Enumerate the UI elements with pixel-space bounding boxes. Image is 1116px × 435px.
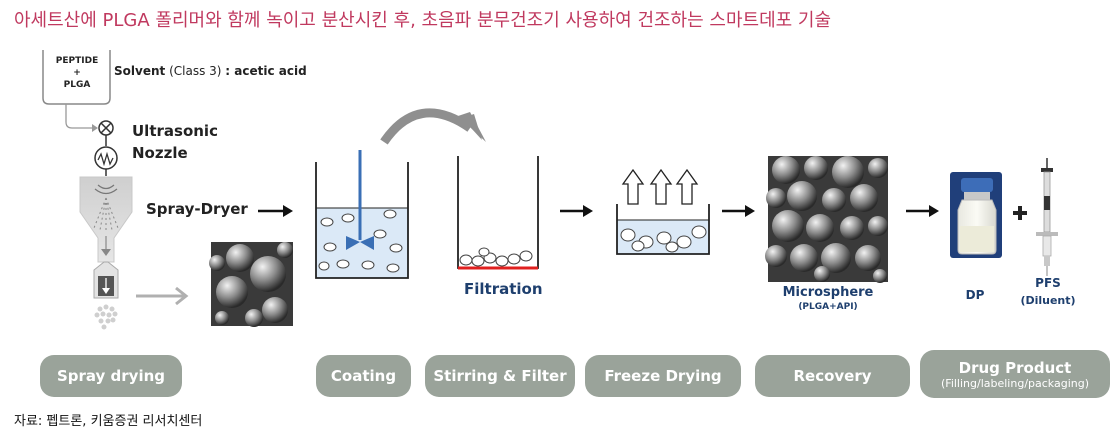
freeze-drying-tray	[616, 168, 710, 255]
step-recovery: Recovery	[755, 355, 910, 397]
solvent-label: Solvent (Class 3) : acetic acid	[114, 64, 307, 78]
step-coating: Coating	[316, 355, 411, 397]
filtration-label: Filtration	[464, 280, 543, 298]
microsphere-sub: (PLGA+API)	[798, 302, 858, 312]
step-label: Recovery	[793, 367, 872, 385]
step-label: Stirring & Filter	[433, 367, 567, 385]
step-sublabel: (Filling/labeling/packaging)	[941, 376, 1089, 390]
step-label: Spray drying	[56, 367, 166, 385]
sem-image-spray-dried	[209, 242, 293, 327]
arrow-to-dp	[906, 205, 939, 217]
step-stirring-filter: Stirring & Filter	[425, 355, 575, 397]
arrow-to-freeze	[560, 205, 593, 217]
microsphere-label: Microsphere	[782, 285, 874, 300]
dp-label: DP	[965, 288, 985, 302]
solvent-class: (Class 3)	[169, 64, 222, 78]
page-title: 아세트산에 PLGA 폴리머와 함께 녹이고 분산시킨 후, 초음파 분무건조기…	[14, 10, 832, 31]
container-plus: +	[73, 68, 81, 78]
transfer-arrow	[380, 108, 486, 145]
arrow-to-recovery	[722, 205, 755, 217]
syringe-pfs	[1036, 158, 1058, 276]
step-label: Drug Product	[958, 358, 1072, 377]
sem-image-microsphere	[765, 156, 888, 283]
step-label: Coating	[330, 367, 397, 385]
solvent-rest: : acetic acid	[225, 64, 307, 78]
container-line1: PEPTIDE	[55, 56, 99, 66]
vial-dp	[950, 172, 1002, 258]
nozzle-line1: Ultrasonic	[132, 122, 218, 140]
spray-dryer-label: Spray-Dryer	[146, 200, 248, 218]
nozzle-label: Ultrasonic Nozzle	[132, 120, 218, 164]
solvent-bold: Solvent	[114, 64, 166, 78]
plus-sign	[1013, 206, 1027, 220]
nozzle-line2: Nozzle	[132, 144, 188, 162]
container-label: PEPTIDE + PLGA	[47, 55, 107, 91]
source-note: 자료: 펩트론, 키움증권 리서치센터	[14, 414, 203, 429]
step-drug-product: Drug Product (Filling/labeling/packaging…	[920, 350, 1110, 398]
pfs-sub: (Diluent)	[1020, 294, 1076, 307]
spray-dryer-apparatus	[42, 50, 293, 330]
step-label: Freeze Drying	[604, 367, 722, 385]
filtration-beaker	[457, 156, 539, 270]
step-spray-drying: Spray drying	[40, 355, 182, 397]
container-line2: PLGA	[63, 80, 91, 90]
coating-beaker	[315, 150, 409, 279]
pfs-label: PFS	[1035, 276, 1061, 290]
step-freeze-drying: Freeze Drying	[585, 355, 741, 397]
